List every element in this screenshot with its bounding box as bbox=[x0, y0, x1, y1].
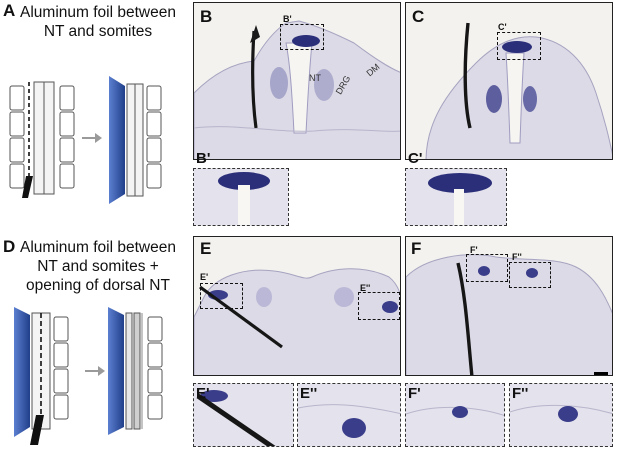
panel-e-roi-left-box bbox=[200, 283, 243, 309]
panel-c-image bbox=[405, 2, 613, 160]
arrow-right-icon bbox=[82, 133, 102, 143]
panel-b-inset bbox=[193, 168, 289, 226]
schematic-a-before bbox=[9, 81, 75, 198]
panel-e-roi-left-label: E' bbox=[200, 272, 209, 282]
panel-c-roi-label: C' bbox=[498, 22, 507, 32]
panel-f-roi-right-label: F'' bbox=[512, 252, 522, 262]
panel-b-letter: B bbox=[200, 7, 213, 26]
arrow-right-icon bbox=[85, 366, 105, 376]
panel-f-roi-right-box bbox=[509, 262, 551, 288]
panel-a-caption: Aluminum foil between NT and somites bbox=[20, 4, 176, 40]
scale-bar-icon bbox=[594, 372, 608, 375]
panel-c-roi-box bbox=[497, 32, 541, 60]
panel-c-letter: C bbox=[412, 7, 425, 26]
schematic-a-after bbox=[109, 76, 162, 204]
panel-f-inset-right-letter: F'' bbox=[512, 385, 529, 402]
panel-d-letter: D bbox=[3, 237, 16, 256]
panel-f-roi-left-label: F' bbox=[470, 245, 478, 255]
label-nt: NT bbox=[309, 73, 321, 83]
panel-e-letter: E bbox=[200, 239, 212, 258]
panel-e-image bbox=[193, 236, 401, 376]
panel-d-caption: Aluminum foil between NT and somites + o… bbox=[20, 239, 176, 294]
panel-e-inset-left bbox=[193, 383, 294, 447]
panel-e-inset-right-letter: E'' bbox=[300, 385, 318, 402]
panel-f-inset-left bbox=[405, 383, 505, 447]
panel-b-roi-box bbox=[280, 24, 324, 50]
panel-b-image bbox=[193, 2, 401, 160]
panel-f-image bbox=[405, 236, 613, 376]
panel-c-inset bbox=[405, 168, 507, 226]
panel-a-letter: A bbox=[3, 1, 16, 20]
panel-e-roi-right-label: E'' bbox=[360, 283, 371, 293]
panel-f-roi-left-box bbox=[466, 254, 508, 282]
panel-f-inset-left-letter: F' bbox=[408, 385, 421, 402]
panel-b-inset-letter: B' bbox=[196, 150, 211, 167]
panel-e-roi-right-box bbox=[358, 292, 400, 320]
schematic-d-before bbox=[14, 307, 69, 445]
panel-f-inset-right bbox=[509, 383, 613, 447]
panel-e-inset-right bbox=[297, 383, 401, 447]
panel-c-inset-letter: C' bbox=[408, 150, 423, 167]
panel-f-letter: F bbox=[411, 239, 422, 258]
schematic-d-after bbox=[108, 307, 163, 435]
panel-e-inset-left-letter: E' bbox=[196, 385, 210, 402]
panel-b-roi-label: B' bbox=[283, 14, 292, 24]
